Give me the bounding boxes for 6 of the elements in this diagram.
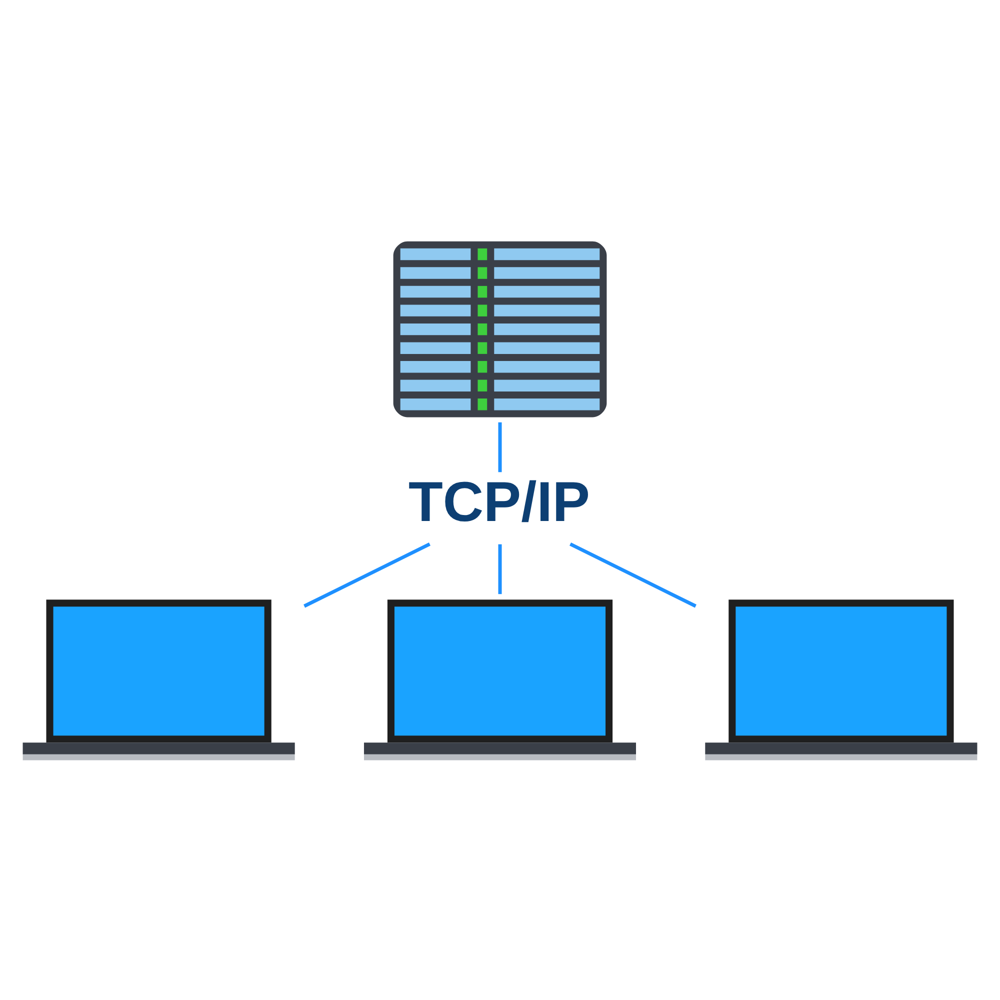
node-text: TCP/IP (408, 469, 590, 532)
picture (393, 240, 607, 417)
connector (570, 542, 696, 608)
connector (304, 542, 430, 608)
connector (498, 544, 502, 594)
connector (498, 422, 502, 472)
